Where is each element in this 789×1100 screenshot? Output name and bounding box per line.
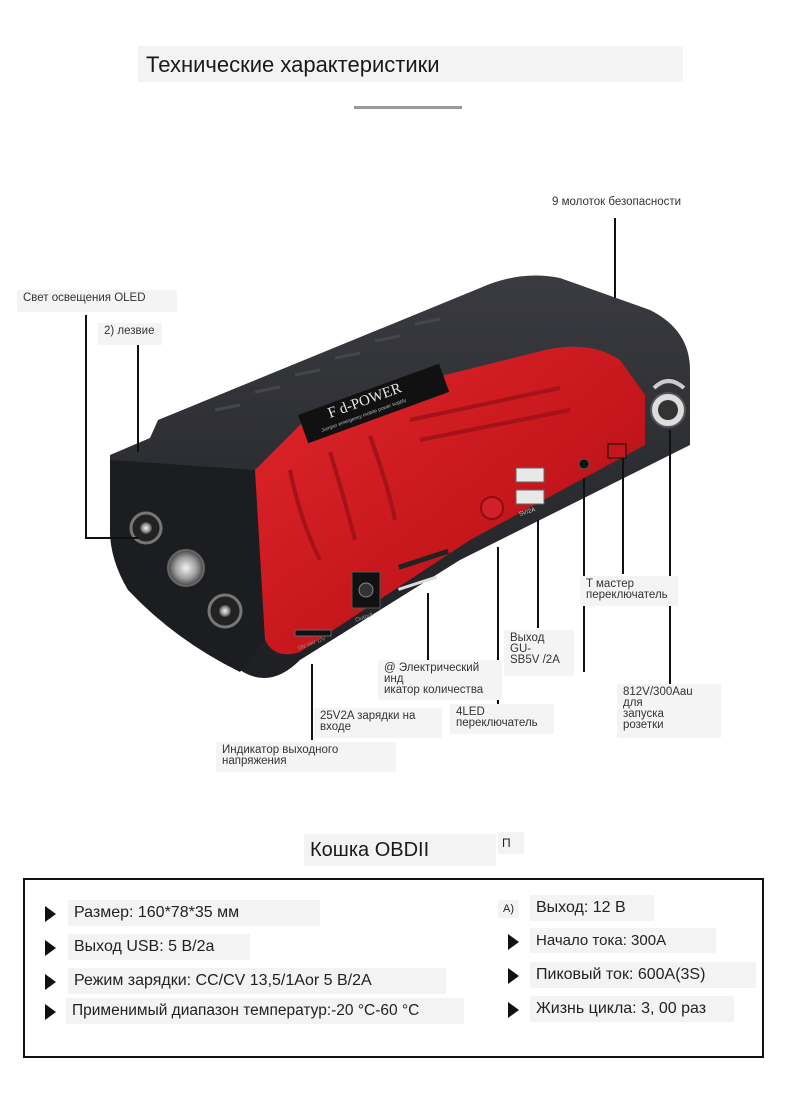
title-background [138, 46, 683, 82]
bullet-arrow-icon [508, 934, 519, 950]
callout-switch-line1: T мастер [586, 578, 634, 590]
callout-charge-input: 25V2A зарядки на входе [314, 708, 442, 738]
callout-voltage-line2: напряжения [222, 755, 287, 767]
callout-master-switch: T мастер переключатель [580, 576, 678, 606]
callout-oled-light: Свет освещения OLED [17, 290, 177, 312]
callout-switch-line2: переключатель [586, 589, 668, 601]
bullet-arrow-icon [508, 968, 519, 984]
callout-charge-line2: входе [320, 721, 351, 733]
led-indicator-strip [398, 548, 450, 570]
spec-peak-current: Пиковый ток: 600A(3S) [530, 962, 756, 988]
specifications-box [23, 878, 764, 1058]
power-button [480, 496, 504, 520]
usb-port-2 [515, 489, 545, 505]
callout-socket-line3: запуска [623, 708, 664, 720]
svg-text:5V/2A: 5V/2A [519, 507, 536, 518]
callout-socket-line2: для [623, 697, 643, 709]
callout-socket-line1: 812V/300Aau [623, 686, 693, 698]
spec-start-current: Начало тока: 300A [530, 928, 716, 953]
callout-socket-line4: розетки [623, 719, 664, 731]
charging-input-slot [294, 629, 332, 637]
callout-indicator-line2: инд [384, 673, 404, 685]
callout-oled-text: Свет освещения OLED [23, 292, 146, 304]
callout-usb-line1: Выход [510, 632, 545, 644]
callout-charge-indicator: @ Электрический инд икатор количества [378, 660, 502, 700]
section-title: Кошка OBDII [310, 839, 430, 861]
callout-indicator-line1: @ Электрический [384, 662, 480, 674]
bullet-arrow-icon [45, 940, 56, 956]
spec-charge-mode: Режим зарядки: CC/CV 13,5/1Aor 5 B/2A [68, 968, 446, 994]
callout-charge-line1: 25V2A зарядки на [320, 710, 416, 722]
callout-start-socket: 812V/300Aau для запуска розетки [617, 684, 721, 738]
spec-temperature-range: Применимый диапазон температур:-20 °C-60… [66, 998, 464, 1024]
section-mark: П [498, 832, 524, 854]
spec-cycle-life: Жизнь цикла: 3, 00 раз [530, 996, 734, 1022]
spec-output: Выход: 12 B [530, 895, 654, 921]
callout-usb-output: Выход GU- SB5V /2A [504, 630, 574, 676]
callout-voltage-indicator: Индикатор выходного напряжения [216, 742, 396, 772]
top-ridges [214, 317, 441, 412]
callout-led-switch: 4LED переключатель [450, 704, 554, 734]
bullet-arrow-icon [508, 1002, 519, 1018]
aux-socket [578, 458, 590, 470]
section-title-background [304, 834, 496, 866]
spec-usb-output: Выход USB: 5 B/2a [68, 934, 250, 960]
callout-led-line1: 4LED [456, 706, 485, 718]
light-lens-center [167, 549, 205, 587]
brand-label [298, 363, 450, 444]
device-illustration: F d-POWER Jumper emergency mobile power … [85, 218, 690, 740]
red-panel-ridges [288, 386, 571, 561]
spec-size: Размер: 160*78*35 мм [68, 900, 320, 926]
usb-port-1 [515, 467, 545, 483]
bullet-arrow-icon [45, 906, 56, 922]
page-title: Технические характеристики [146, 52, 440, 77]
callout-blade: 2) лезвие [98, 323, 162, 345]
spec-right-mark: A) [498, 900, 519, 918]
callout-usb-line2: GU- [510, 643, 532, 655]
title-underline [354, 106, 462, 109]
svg-text:Output: Output [355, 612, 374, 624]
callout-blade-text: 2) лезвие [104, 325, 155, 337]
callout-voltage-line1: Индикатор выходного [222, 744, 339, 756]
callout-safety-hammer: 9 молоток безопасности [552, 196, 682, 208]
callout-led-line2: переключатель [456, 717, 538, 729]
bullet-arrow-icon [45, 1004, 56, 1020]
callout-usb-line3: SB5V /2A [510, 654, 560, 666]
bullet-arrow-icon [45, 974, 56, 990]
callout-indicator-line3: икатор количества [384, 684, 484, 696]
master-switch [607, 443, 627, 459]
